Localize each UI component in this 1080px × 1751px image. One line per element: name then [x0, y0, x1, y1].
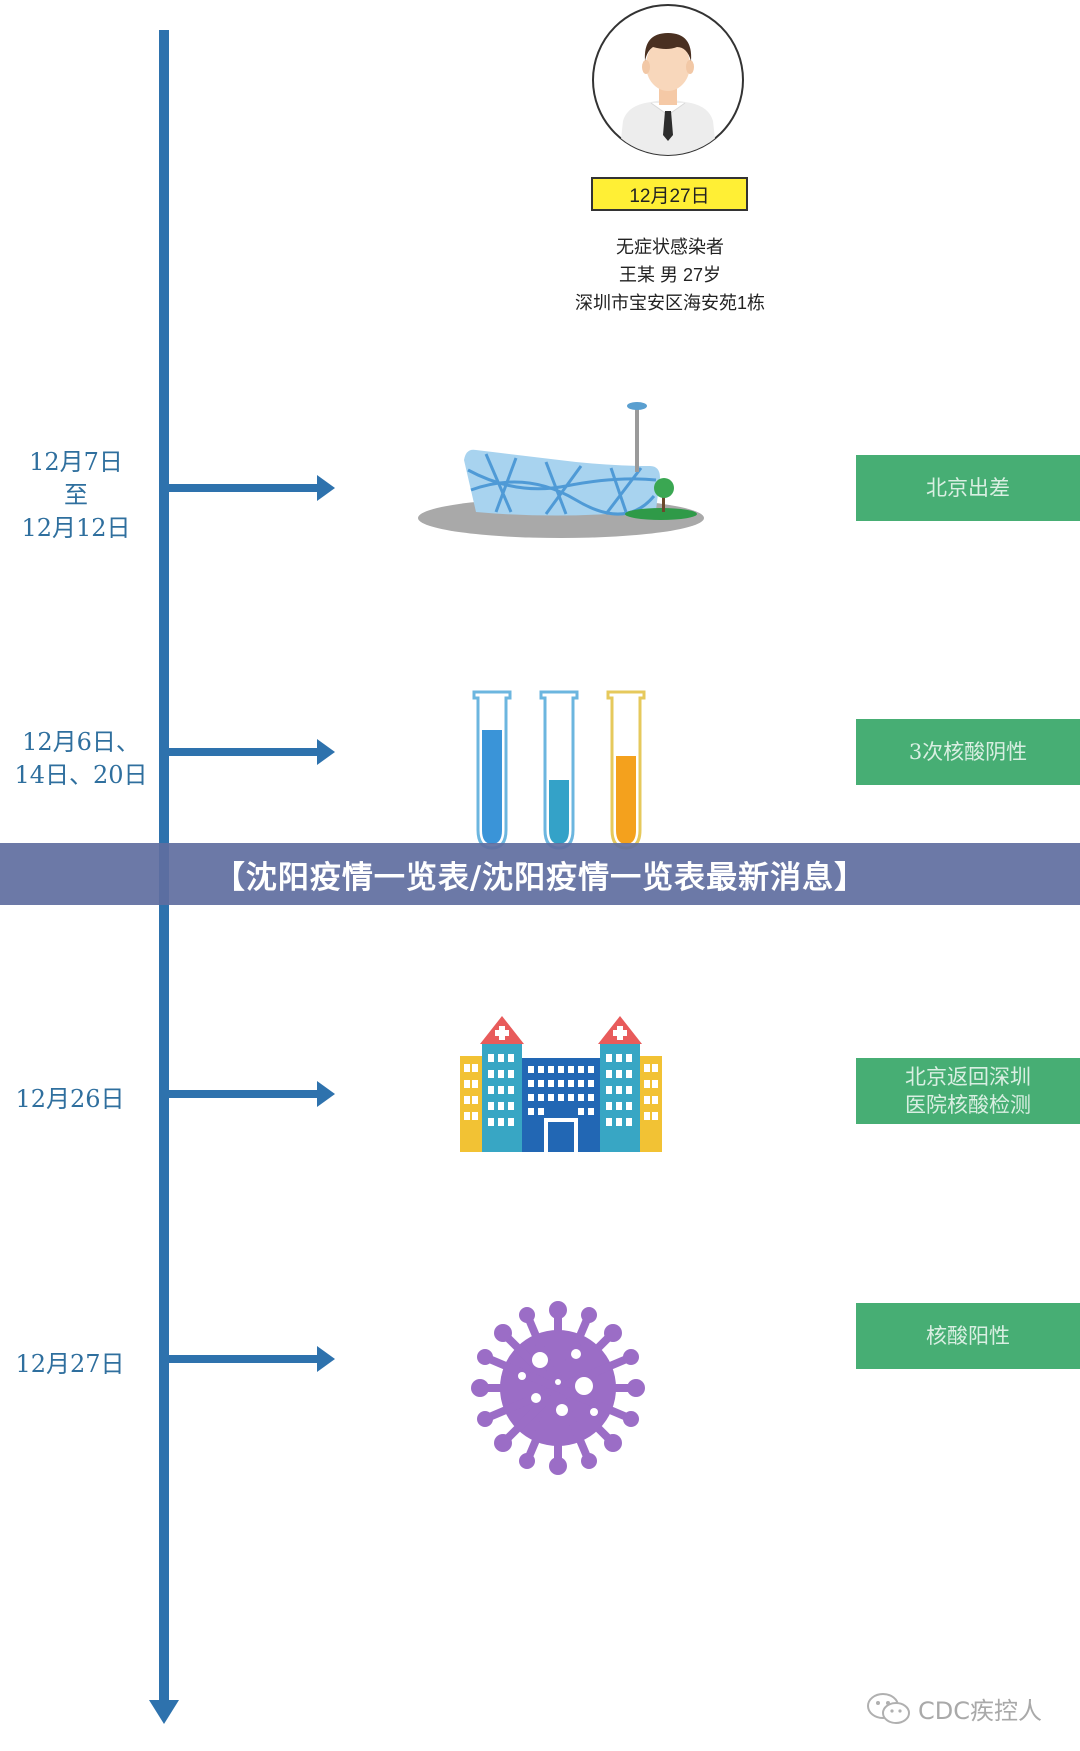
timeline-arrow-1 — [169, 475, 335, 501]
person-status: 无症状感染者 — [616, 237, 724, 257]
event-box-beijing-trip: 北京出差 — [856, 455, 1080, 521]
avatar-icon — [592, 4, 744, 156]
person-date-tag: 12月27日 — [591, 177, 748, 211]
event-box-positive-test: 核酸阳性 — [856, 1303, 1080, 1369]
event-box-negative-tests: 3次核酸阴性 — [856, 719, 1080, 785]
watermark: CDC疾控人 — [866, 1691, 1042, 1726]
timeline-date-2: 12月6日、 14日、20日 — [14, 728, 148, 789]
hospital-icon — [460, 1016, 662, 1152]
caption-title: 【沈阳疫情一览表/沈阳疫情一览表最新消息】 — [213, 859, 867, 896]
timeline-arrowhead — [149, 1700, 179, 1724]
event-box-hospital-test: 北京返回深圳 医院核酸检测 — [856, 1058, 1080, 1124]
timeline-arrow-2 — [169, 739, 335, 765]
wechat-icon — [867, 1692, 910, 1724]
watermark-text: CDC疾控人 — [918, 1697, 1042, 1725]
stadium-icon — [418, 402, 704, 538]
timeline-date-3: 12月26日 — [15, 1085, 125, 1113]
timeline-arrow-3 — [169, 1081, 335, 1107]
caption-banner: 【沈阳疫情一览表/沈阳疫情一览表最新消息】 — [0, 843, 1080, 905]
timeline-date-1: 12月7日 至 12月12日 — [21, 448, 131, 542]
timeline-arrow-4 — [169, 1346, 335, 1372]
timeline-date-4: 12月27日 — [15, 1350, 125, 1378]
person-address: 深圳市宝安区海安苑1栋 — [574, 293, 765, 313]
person-identity: 王某 男 27岁 — [618, 265, 722, 285]
person-info: 无症状感染者 王某 男 27岁 深圳市宝安区海安苑1栋 — [540, 233, 800, 317]
test-tubes-icon — [472, 690, 646, 850]
virus-icon — [471, 1301, 645, 1475]
